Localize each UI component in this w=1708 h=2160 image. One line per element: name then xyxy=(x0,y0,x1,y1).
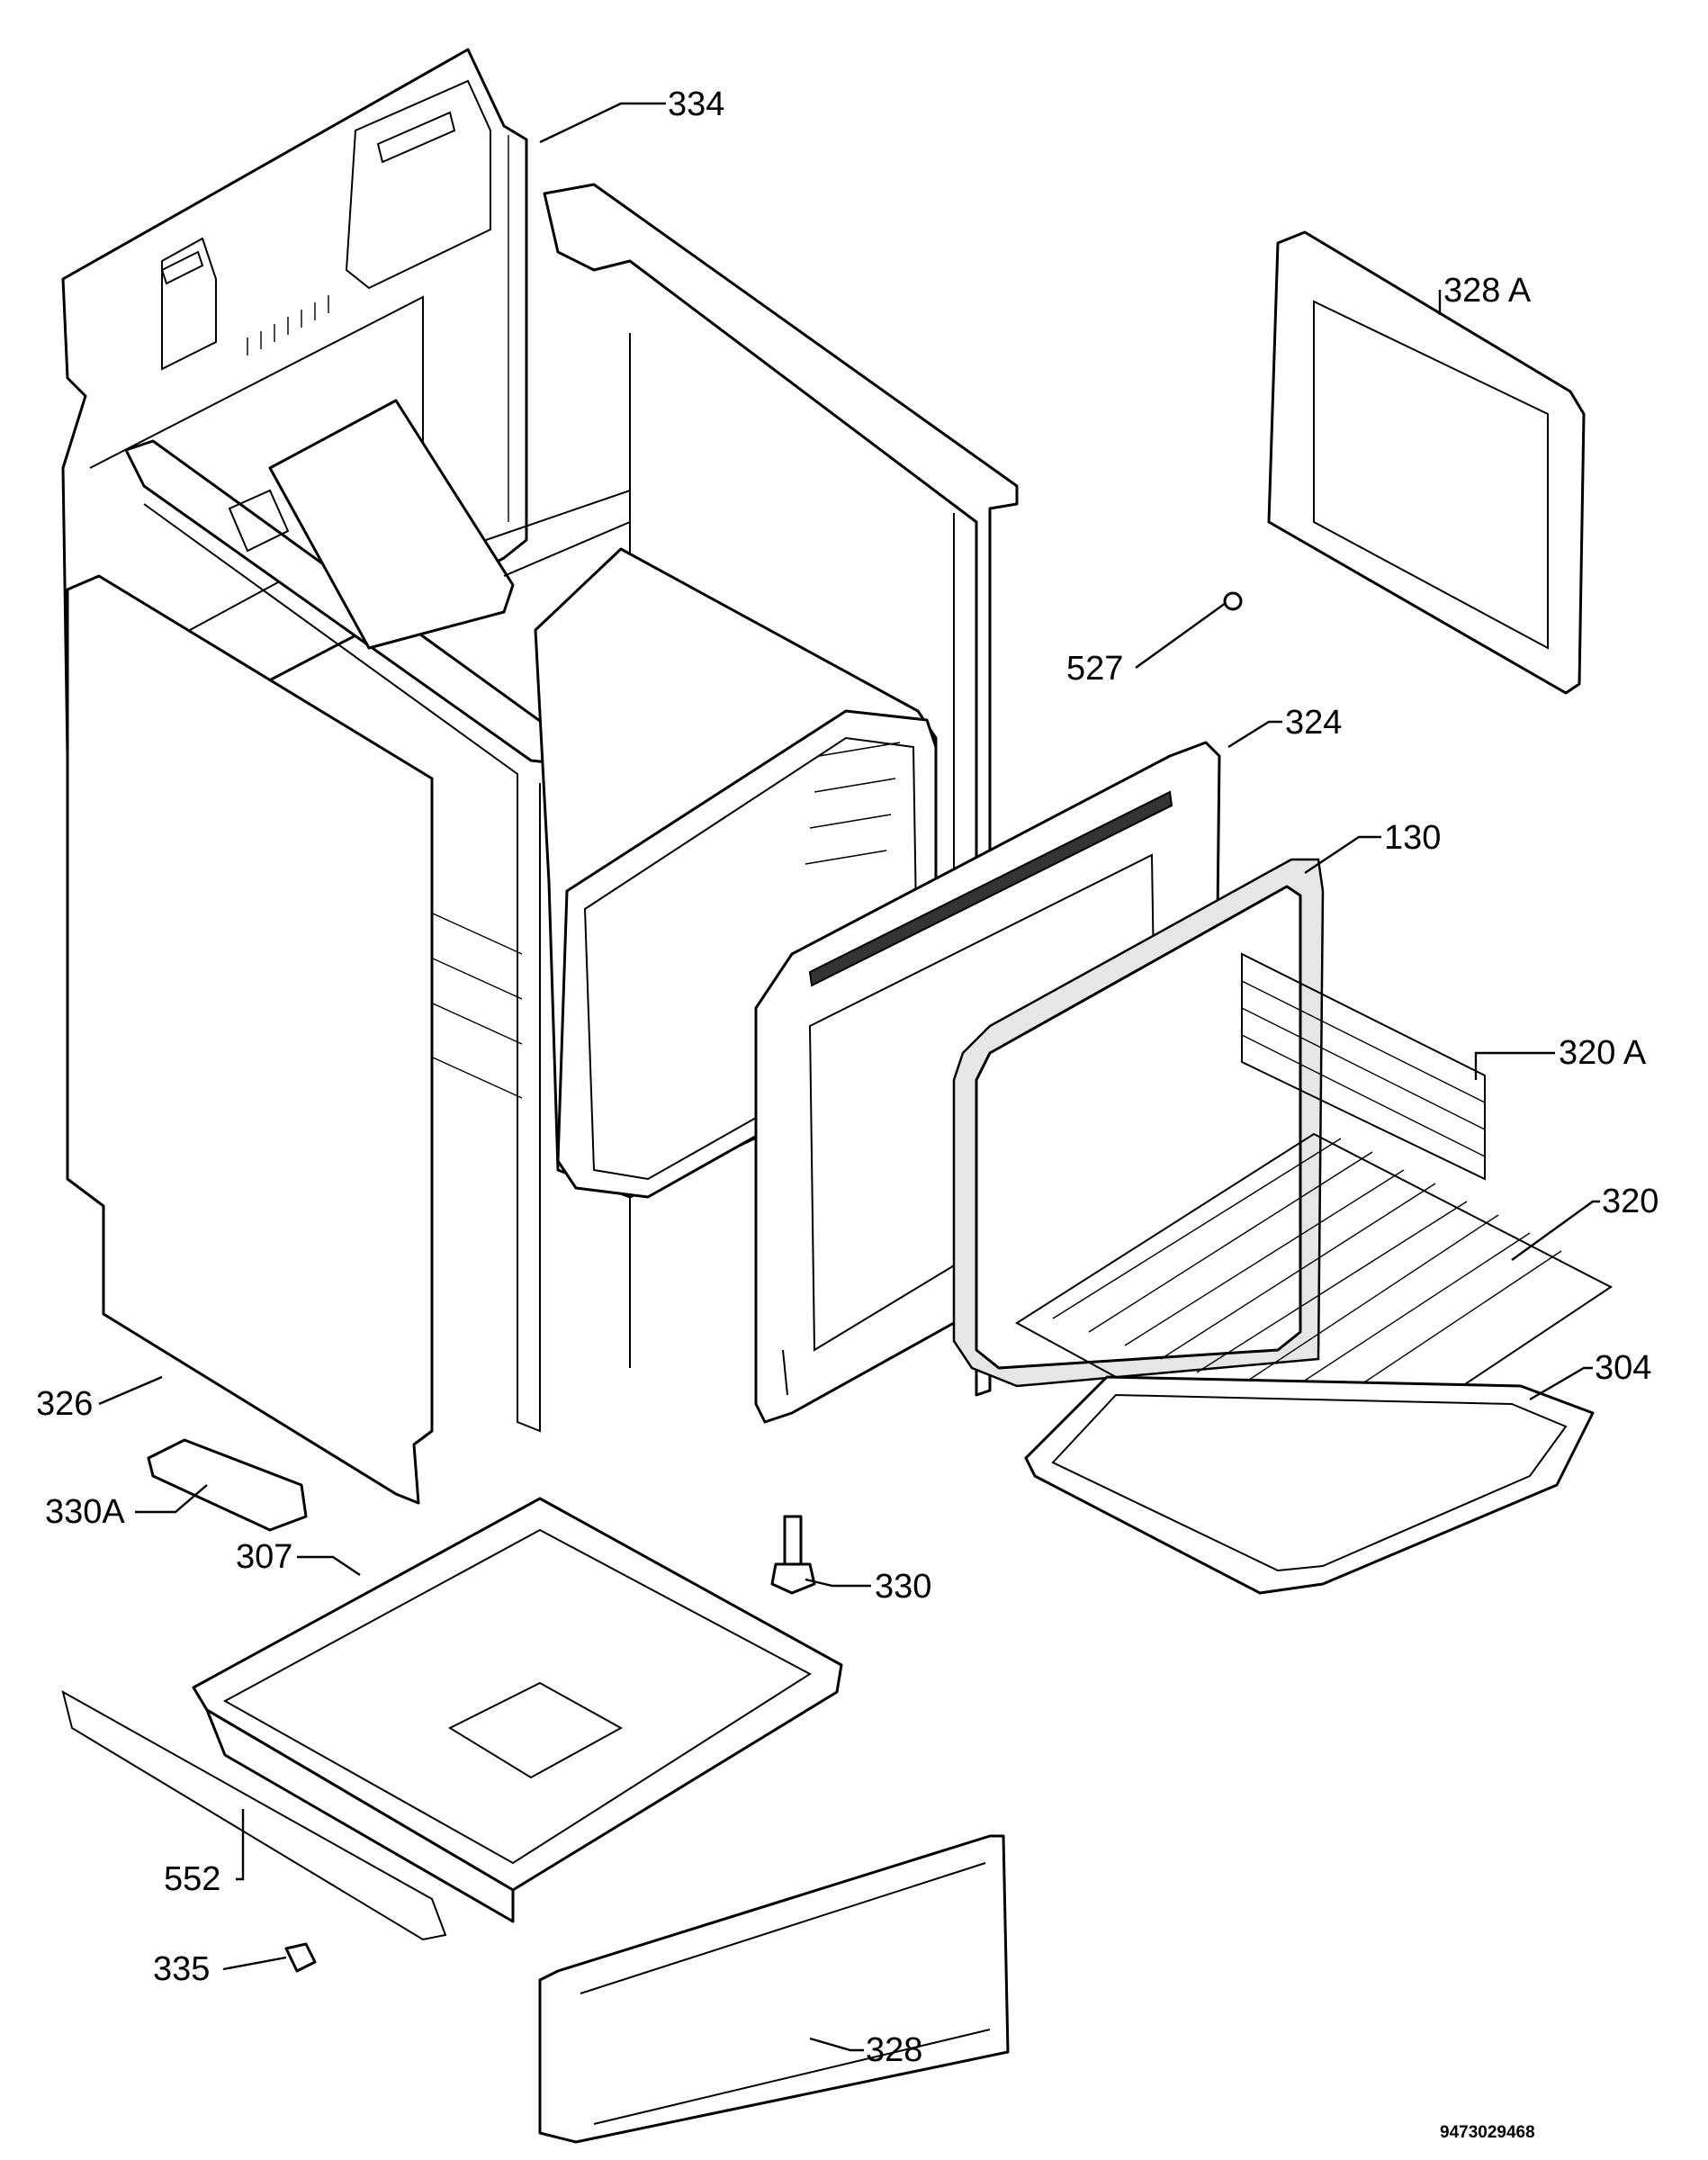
part-320A-side-rack xyxy=(1241,952,1486,1181)
label-130: 130 xyxy=(1384,819,1441,857)
label-307: 307 xyxy=(236,1538,292,1576)
leader-335 xyxy=(222,1956,287,1971)
leader-330A xyxy=(135,1484,208,1514)
label-324: 324 xyxy=(1285,704,1342,742)
part-326-side-panel xyxy=(66,574,434,1505)
label-527: 527 xyxy=(1066,650,1123,688)
part-527-screw xyxy=(1223,591,1243,611)
leader-334 xyxy=(539,102,666,144)
leader-320A xyxy=(1474,1051,1555,1080)
leader-320 xyxy=(1511,1200,1600,1261)
label-552: 552 xyxy=(164,1860,220,1898)
label-304: 304 xyxy=(1595,1349,1651,1387)
part-130-door-seal xyxy=(952,858,1325,1388)
leader-328 xyxy=(809,2037,864,2052)
leader-326 xyxy=(98,1375,163,1406)
part-328-drawer-front xyxy=(538,1834,1010,2144)
label-328A: 328 A xyxy=(1443,272,1532,310)
label-326: 326 xyxy=(36,1385,93,1423)
part-307-drawer-tray xyxy=(192,1497,843,1923)
leader-552 xyxy=(236,1809,245,1881)
part-552-rail xyxy=(61,1689,447,1941)
part-335-screw xyxy=(284,1942,317,1973)
leader-307 xyxy=(297,1555,361,1576)
part-330-bolt xyxy=(770,1515,816,1595)
label-335: 335 xyxy=(153,1950,210,1988)
leader-324 xyxy=(1227,720,1282,749)
leader-330 xyxy=(805,1578,871,1588)
leader-304 xyxy=(1529,1366,1593,1401)
leader-527 xyxy=(1135,602,1227,669)
label-330: 330 xyxy=(875,1568,931,1606)
part-304-baking-tray xyxy=(1024,1375,1595,1595)
label-320A: 320 A xyxy=(1559,1034,1647,1072)
label-334: 334 xyxy=(668,86,724,123)
part-328A-glass-panel xyxy=(1267,230,1586,695)
label-328: 328 xyxy=(866,2031,922,2069)
leader-130 xyxy=(1304,835,1381,874)
document-number: 9473029468 xyxy=(1440,2123,1535,2142)
label-330A: 330A xyxy=(45,1493,125,1531)
part-330A-bracket xyxy=(147,1438,308,1532)
label-320: 320 xyxy=(1602,1183,1659,1220)
